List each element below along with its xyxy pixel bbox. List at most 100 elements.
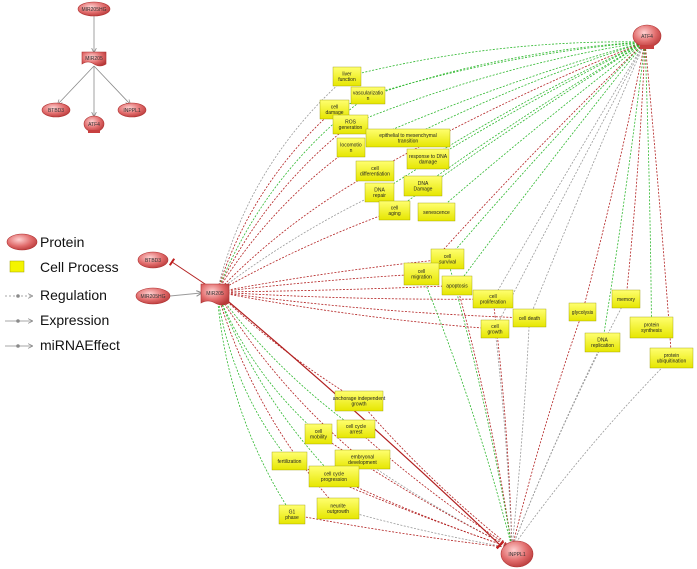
process-label: epithelial to mesenchymal	[379, 133, 437, 139]
relation-edge	[216, 291, 290, 462]
inset-btbd3-label: BTBD3	[48, 108, 64, 114]
process-label: protein	[644, 323, 660, 329]
relation-edge	[418, 41, 646, 277]
relation-edge	[338, 509, 513, 549]
process-label: differentiation	[360, 172, 390, 178]
process-label: DNA	[418, 181, 429, 187]
process-label: migration	[411, 275, 432, 281]
relation-edge	[511, 310, 586, 549]
process-label: cell death	[519, 316, 541, 322]
relation-edge	[216, 291, 357, 430]
relation-edge	[495, 329, 513, 549]
process-label: proliferation	[480, 300, 506, 306]
atf4-node: ATF4	[632, 24, 662, 49]
process-label: embryonal	[351, 455, 374, 461]
inset-atf4-node: ATF4	[83, 115, 105, 133]
legend-cell-process: Cell Process	[9, 259, 119, 275]
process-label: function	[338, 77, 356, 83]
legend-regulation: Regulation	[5, 287, 107, 303]
legend-mirna-effect: miRNAEffect	[5, 337, 120, 353]
process-cell-death: cell death	[512, 308, 547, 328]
mir205-label: MIR205	[206, 291, 224, 297]
mir205-node: MIR205	[200, 283, 230, 306]
process-label: cell	[371, 166, 379, 172]
relation-edge	[216, 255, 449, 293]
process-label: generation	[339, 125, 363, 131]
process-label: cell	[315, 429, 323, 435]
inset-mir205hg-node: MIR205HG	[77, 1, 111, 17]
relation-edge	[216, 167, 378, 293]
relation-edge	[216, 270, 423, 293]
legend-expression: Expression	[5, 312, 109, 328]
relation-edge	[453, 283, 513, 549]
relation-edge	[495, 41, 646, 329]
process-label: damage	[419, 160, 437, 166]
relation-edge	[216, 144, 354, 293]
process-label: protein	[664, 353, 680, 359]
inset-mir205-node: MIR205	[81, 51, 107, 67]
process-label: cell cycle	[324, 472, 345, 478]
legend-protein-label: Protein	[40, 234, 84, 250]
relation-edge	[216, 121, 354, 293]
relation-edge	[446, 258, 513, 549]
inppl1-label: INPPL1	[508, 552, 525, 558]
process-label: senescence	[423, 210, 450, 216]
inset-atf4-label: ATF4	[88, 122, 100, 128]
process-label: vascularizatio	[353, 91, 384, 97]
process-label: development	[348, 460, 377, 466]
process-label: growth	[351, 402, 366, 408]
process-label: repair	[373, 193, 386, 199]
relation-edge	[216, 291, 505, 550]
process-label: progression	[321, 477, 347, 483]
inppl1-node: INPPL1	[500, 540, 534, 568]
process-label: locomotio	[340, 143, 362, 149]
btbd3-node: BTBD3	[137, 251, 169, 269]
process-label: memory	[617, 297, 636, 303]
process-label: cell	[444, 254, 452, 260]
process-label: cell cycle	[346, 424, 367, 430]
inset-btbd3-node: BTBD3	[41, 102, 71, 118]
relation-edge	[600, 41, 646, 344]
process-senescence: senescence	[417, 202, 456, 222]
relation-edge	[378, 41, 646, 193]
relation-edge	[216, 282, 458, 293]
relation-edge	[331, 473, 513, 549]
relation-edge	[216, 207, 397, 293]
process-label: growth	[487, 330, 502, 336]
inset-inppl1-node: INPPL1	[117, 102, 147, 118]
process-label: fertilization	[278, 459, 302, 465]
process-label: phase	[285, 515, 299, 521]
relation-edge	[169, 293, 201, 297]
relation-edge	[216, 193, 380, 293]
legend-cell-process-label: Cell Process	[40, 259, 119, 275]
relation-edge	[493, 41, 646, 299]
relation-edge	[644, 41, 675, 360]
process-memory: memory	[611, 289, 641, 309]
relation-edge	[216, 106, 338, 293]
inset-mir205-label: MIR205	[85, 56, 103, 62]
relation-edge	[446, 41, 646, 260]
legend: Protein Cell Process Regulation Expressi…	[5, 233, 120, 353]
process-fertilization: fertilization	[271, 451, 308, 471]
process-label: cell	[391, 206, 399, 212]
relation-edge	[316, 430, 513, 549]
inset-inppl1-label: INPPL1	[123, 108, 140, 114]
inset-diagram: MIR205HG MIR205 BTBD3 ATF4 INPPL1	[41, 1, 147, 133]
